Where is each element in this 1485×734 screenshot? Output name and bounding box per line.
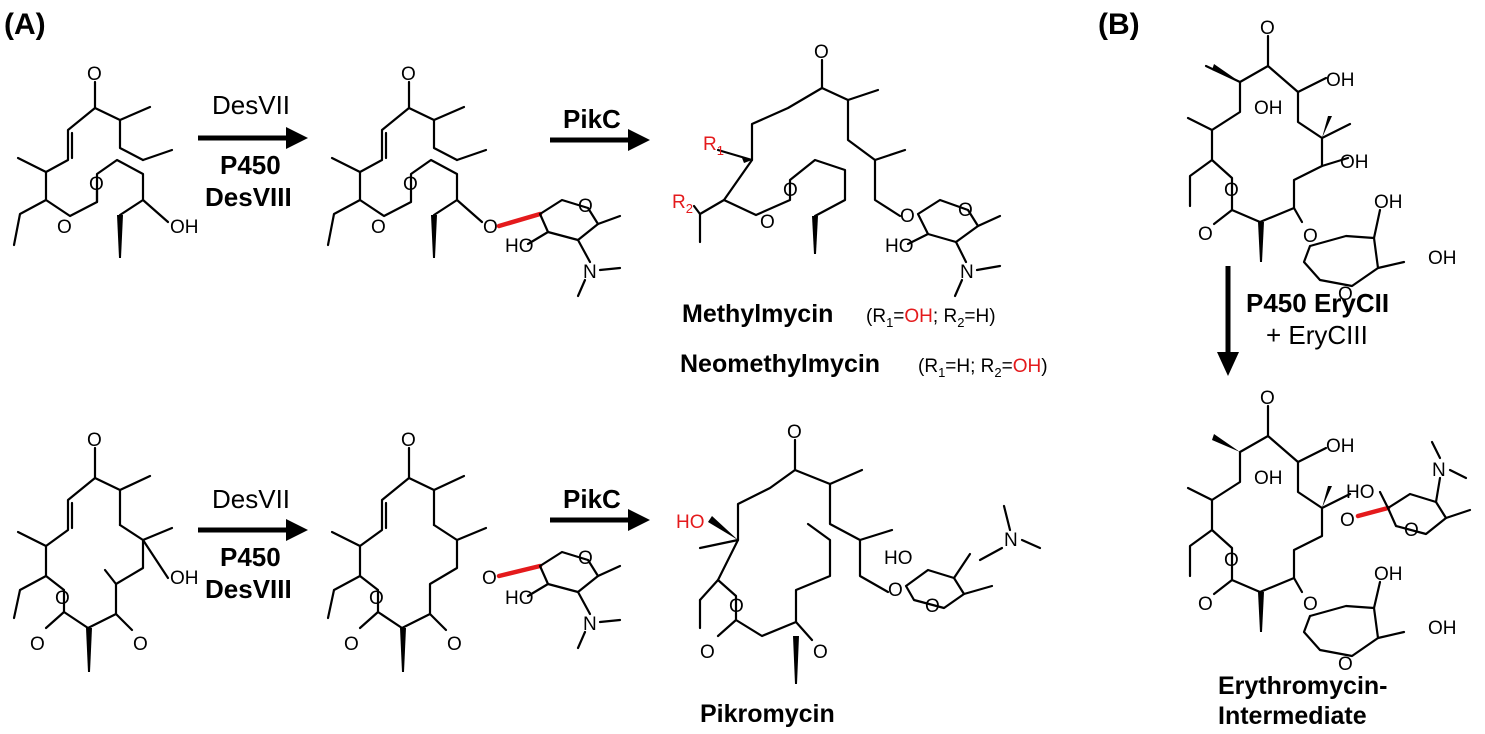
compound-narbomycin: O O O O O O HO N bbox=[326, 430, 622, 672]
atom-oh: OH bbox=[1428, 618, 1457, 639]
atom-o: O bbox=[1198, 224, 1213, 245]
atom-o: O bbox=[482, 568, 497, 589]
enzyme-p450-eryc: P450 EryCII bbox=[1246, 288, 1389, 318]
atom-o: O bbox=[729, 596, 744, 617]
neomethylmycin-label: Neomethylmycin bbox=[680, 350, 880, 378]
enzyme-pikc: PikC bbox=[563, 104, 621, 134]
panel-a-label: (A) bbox=[4, 8, 46, 41]
enzyme-desviii: DesVIII bbox=[205, 574, 292, 604]
atom-r2: R2 bbox=[672, 192, 693, 216]
atom-o: O bbox=[89, 174, 104, 195]
compound-narbonolide: O O O O OH bbox=[12, 430, 199, 672]
reaction-arrow-pikc-1: PikC bbox=[550, 104, 650, 151]
atom-o: O bbox=[30, 634, 45, 655]
reaction-arrow-desvii-1: DesVII P450 DesVIII bbox=[198, 90, 308, 212]
atom-n: N bbox=[1432, 460, 1446, 481]
compound-10dml-macrolactone: O O O OH bbox=[12, 64, 199, 258]
reaction-arrow-desvii-2: DesVII P450 DesVIII bbox=[198, 484, 308, 604]
compound-methylmycin: O O O O R1 R2 O HO N bbox=[672, 42, 1002, 298]
atom-o: O bbox=[813, 642, 828, 663]
atom-oh: OH bbox=[1374, 192, 1403, 213]
panel-b-label: (B) bbox=[1098, 8, 1140, 41]
erythromycin-intermediate-label-line2: Intermediate bbox=[1218, 702, 1367, 730]
atom-o: O bbox=[888, 580, 903, 601]
atom-o: O bbox=[1260, 388, 1275, 409]
atom-o: O bbox=[1198, 594, 1213, 615]
atom-o: O bbox=[1303, 226, 1318, 247]
atom-ho: HO bbox=[884, 548, 913, 569]
atom-oh: OH bbox=[170, 568, 199, 589]
pikromycin-label: Pikromycin bbox=[700, 700, 835, 728]
compound-yc17: O O O O O HO N bbox=[326, 64, 622, 298]
atom-oh: OH bbox=[1326, 436, 1355, 457]
atom-ho: HO bbox=[505, 588, 534, 609]
atom-oh: OH bbox=[1340, 152, 1369, 173]
atom-o: O bbox=[1303, 594, 1318, 615]
atom-o: O bbox=[925, 596, 940, 617]
atom-o: O bbox=[958, 200, 973, 221]
atom-r1: R1 bbox=[703, 134, 724, 158]
atom-o: O bbox=[344, 634, 359, 655]
erythromycin-intermediate-label-line1: Erythromycin- bbox=[1218, 672, 1387, 700]
enzyme-p450: P450 bbox=[220, 150, 281, 180]
atom-o: O bbox=[760, 212, 775, 233]
compound-erythromycin-intermediate: O OH OH O O O O HO N O O OH OH bbox=[1186, 388, 1472, 675]
atom-o: O bbox=[783, 180, 798, 201]
atom-o: O bbox=[1338, 284, 1353, 305]
atom-n: N bbox=[583, 262, 597, 283]
compound-erythronolide-substrate: O OH OH OH O O O O OH OH bbox=[1186, 18, 1457, 305]
atom-o: O bbox=[483, 217, 498, 238]
enzyme-desvii: DesVII bbox=[212, 90, 290, 120]
enzyme-desviii: DesVIII bbox=[205, 182, 292, 212]
atom-o: O bbox=[1260, 18, 1275, 39]
atom-oh: OH bbox=[1254, 98, 1283, 119]
atom-o: O bbox=[401, 64, 416, 85]
neomethylmycin-substituents: (R1=H; R2=OH) bbox=[918, 356, 1048, 380]
atom-o: O bbox=[814, 42, 829, 63]
enzyme-p450: P450 bbox=[220, 542, 281, 572]
atom-oh: OH bbox=[1374, 564, 1403, 585]
atom-o: O bbox=[87, 430, 102, 451]
atom-o: O bbox=[1224, 180, 1239, 201]
atom-ho: HO bbox=[505, 236, 534, 257]
atom-o: O bbox=[900, 206, 915, 227]
atom-oh: OH bbox=[1254, 468, 1283, 489]
enzyme-eryciii: + EryCIII bbox=[1266, 320, 1368, 350]
atom-n: N bbox=[960, 262, 974, 283]
atom-o: O bbox=[133, 634, 148, 655]
enzyme-pikc: PikC bbox=[563, 484, 621, 514]
atom-o: O bbox=[87, 64, 102, 85]
atom-o: O bbox=[787, 422, 802, 443]
atom-o: O bbox=[1224, 550, 1239, 571]
atom-ho-red: HO bbox=[676, 512, 705, 533]
atom-oh: OH bbox=[170, 217, 199, 238]
atom-o: O bbox=[55, 588, 70, 609]
atom-o: O bbox=[1404, 520, 1419, 541]
atom-o: O bbox=[700, 642, 715, 663]
methylmycin-label: Methylmycin bbox=[682, 300, 833, 328]
methylmycin-substituents: (R1=OH; R2=H) bbox=[866, 306, 996, 330]
atom-o: O bbox=[447, 634, 462, 655]
enzyme-desvii: DesVII bbox=[212, 484, 290, 514]
atom-o: O bbox=[371, 217, 386, 238]
atom-n: N bbox=[583, 614, 597, 635]
reaction-arrow-eryc: P450 EryCII + EryCIII bbox=[1217, 266, 1389, 376]
atom-o: O bbox=[403, 174, 418, 195]
atom-ho: HO bbox=[885, 236, 914, 257]
reaction-arrow-pikc-2: PikC bbox=[550, 484, 650, 531]
atom-o: O bbox=[1338, 654, 1353, 675]
atom-o: O bbox=[369, 588, 384, 609]
atom-oh: OH bbox=[1326, 70, 1355, 91]
atom-o: O bbox=[578, 196, 593, 217]
atom-o: O bbox=[1340, 510, 1355, 531]
atom-o: O bbox=[57, 217, 72, 238]
atom-n: N bbox=[1004, 530, 1018, 551]
compound-pikromycin: O HO O O O O O HO N bbox=[676, 422, 1042, 684]
atom-oh: OH bbox=[1428, 248, 1457, 269]
atom-o: O bbox=[578, 548, 593, 569]
atom-ho: HO bbox=[1346, 482, 1375, 503]
atom-o: O bbox=[401, 430, 416, 451]
